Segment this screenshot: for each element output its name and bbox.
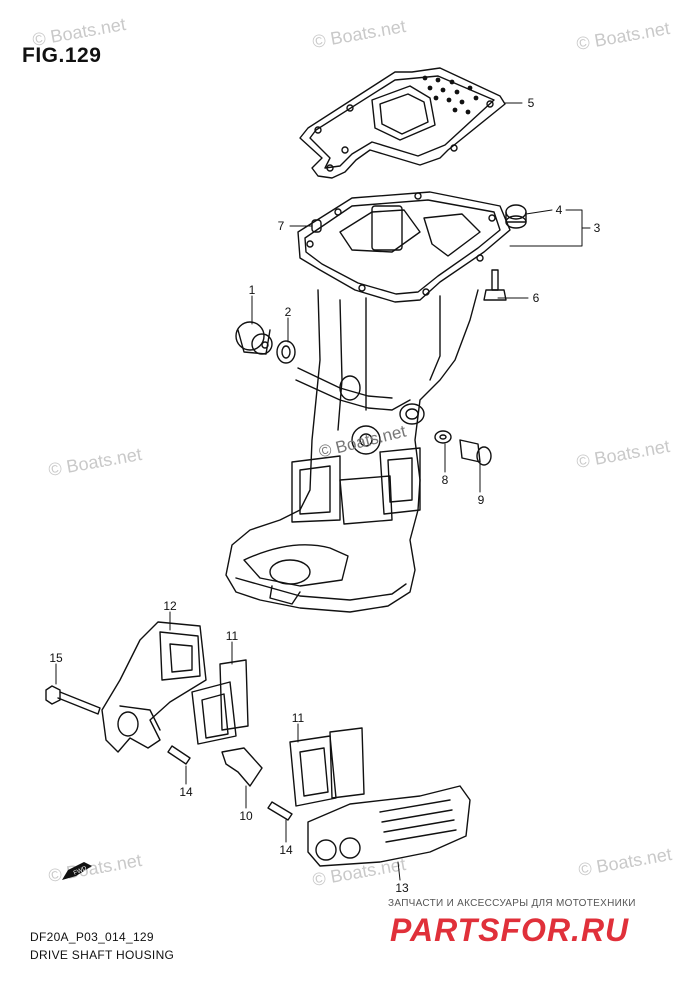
washer-part-8 xyxy=(434,430,452,444)
fitting-part-1 xyxy=(235,321,273,355)
pin-part-14-upper xyxy=(167,745,191,765)
callout-7: 7 xyxy=(278,219,285,233)
callout-9: 9 xyxy=(478,493,485,507)
clip-part-10 xyxy=(221,747,263,787)
pin-part-14-lower xyxy=(267,801,293,821)
bracket-part-13 xyxy=(307,785,471,867)
callout-labels: 1 2 3 4 5 6 7 8 9 10 11 11 12 13 14 14 1… xyxy=(49,96,600,895)
callout-11-lower: 11 xyxy=(292,711,305,725)
callout-4: 4 xyxy=(556,203,563,217)
callout-1: 1 xyxy=(249,283,256,297)
drive-shaft-housing xyxy=(225,191,511,613)
fwd-label: FWD xyxy=(73,865,89,876)
rubber-mount-part-11-lower xyxy=(289,727,365,807)
rubber-mount-part-11-upper xyxy=(191,659,249,745)
callout-15: 15 xyxy=(49,651,63,665)
figure-name: DRIVE SHAFT HOUSING xyxy=(30,948,175,962)
callout-3: 3 xyxy=(594,221,601,235)
callout-5: 5 xyxy=(528,96,535,110)
callout-6: 6 xyxy=(533,291,540,305)
gasket-plate-part-5 xyxy=(299,67,506,179)
brand-logo: PARTSFOR.RU xyxy=(390,912,630,948)
leader-lines xyxy=(55,102,591,881)
bolt-part-15 xyxy=(45,685,101,715)
callout-8: 8 xyxy=(442,473,449,487)
callout-10: 10 xyxy=(239,809,253,823)
bolt-part-6 xyxy=(483,269,507,301)
fwd-arrow-icon: FWD xyxy=(62,862,92,880)
callout-13: 13 xyxy=(395,881,409,895)
callout-12: 12 xyxy=(163,599,177,613)
callout-2: 2 xyxy=(285,305,292,319)
o-ring-part-2 xyxy=(276,340,296,364)
callout-14-upper: 14 xyxy=(179,785,193,799)
promo-tagline: ЗАПЧАСТИ И АКСЕССУАРЫ ДЛЯ МОТОТЕХНИКИ xyxy=(388,898,636,909)
bracket-part-12 xyxy=(101,621,207,753)
plug-part-4 xyxy=(505,204,527,229)
callout-11-upper: 11 xyxy=(226,629,239,643)
figure-title: FIG.129 xyxy=(22,44,102,67)
callout-14-lower: 14 xyxy=(279,843,293,857)
drain-bolt-part-9 xyxy=(459,439,492,466)
figure-code: DF20A_P03_014_129 xyxy=(30,930,154,944)
